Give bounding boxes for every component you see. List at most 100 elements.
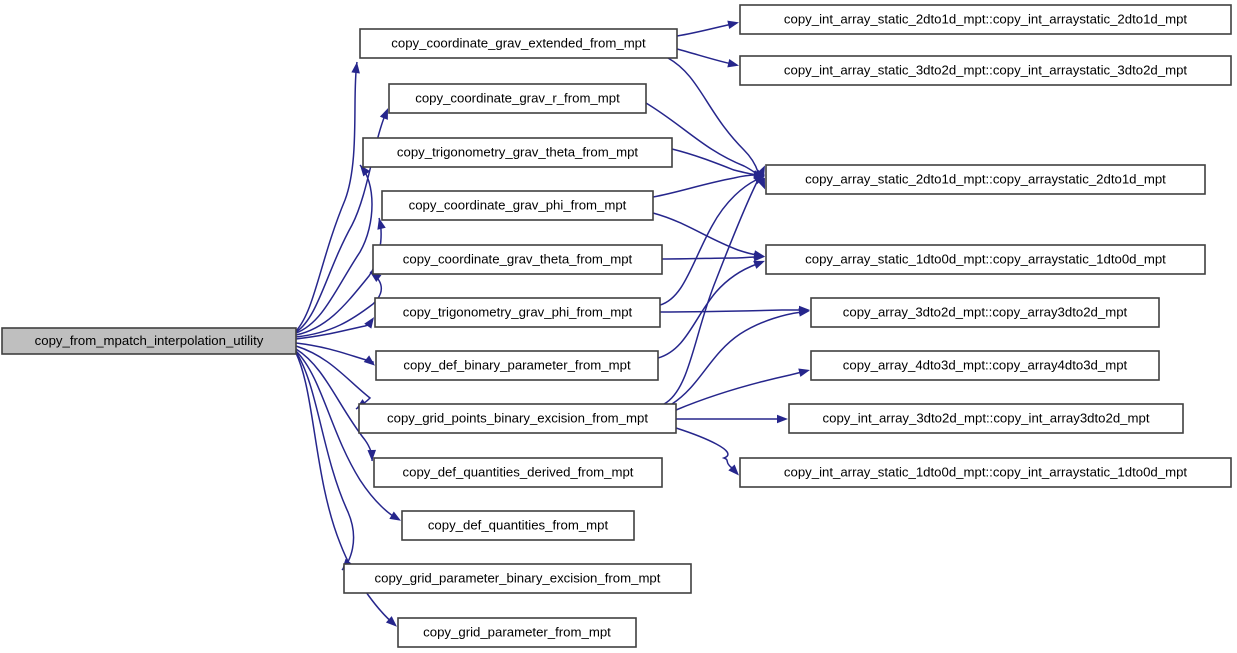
edge-arrowhead bbox=[364, 317, 374, 329]
call-edge bbox=[676, 20, 739, 37]
edge-line bbox=[671, 148, 758, 176]
node-label: copy_array_3dto2d_mpt::copy_array3dto2d_… bbox=[843, 304, 1128, 319]
call-edge bbox=[295, 345, 372, 410]
edge-arrowhead bbox=[777, 414, 788, 424]
edge-line bbox=[645, 102, 758, 175]
graph-node-root[interactable]: copy_from_mpatch_interpolation_utility bbox=[1, 327, 297, 355]
node-box[interactable] bbox=[375, 350, 659, 381]
edge-arrowhead bbox=[379, 108, 388, 120]
node-label: copy_int_array_static_3dto2d_mpt::copy_i… bbox=[784, 62, 1188, 77]
call-edge bbox=[661, 252, 765, 262]
edge-layer bbox=[295, 20, 810, 627]
call-edge bbox=[676, 414, 788, 424]
edge-line bbox=[671, 311, 803, 405]
graph-node-def_quantities_derived[interactable]: copy_def_quantities_derived_from_mpt bbox=[373, 457, 663, 488]
node-label: copy_def_quantities_derived_from_mpt bbox=[403, 464, 634, 479]
graph-node-int_arraystatic_1dto0d[interactable]: copy_int_array_static_1dto0d_mpt::copy_i… bbox=[739, 457, 1232, 488]
edge-arrowhead bbox=[798, 308, 810, 317]
node-box[interactable] bbox=[739, 4, 1232, 35]
node-box[interactable] bbox=[739, 55, 1232, 86]
node-label: copy_array_4dto3d_mpt::copy_array4dto3d_… bbox=[843, 357, 1128, 372]
call-edge bbox=[295, 61, 360, 332]
graph-node-coord_grav_phi[interactable]: copy_coordinate_grav_phi_from_mpt bbox=[381, 190, 654, 221]
edge-line bbox=[295, 352, 395, 625]
edge-line bbox=[295, 61, 358, 332]
graph-node-int_array3dto2d[interactable]: copy_int_array_3dto2d_mpt::copy_int_arra… bbox=[788, 403, 1184, 434]
edge-arrowhead bbox=[367, 449, 377, 461]
node-box[interactable] bbox=[374, 297, 661, 328]
graph-node-int_arraystatic_2dto1d[interactable]: copy_int_array_static_2dto1d_mpt::copy_i… bbox=[739, 4, 1232, 35]
node-box[interactable] bbox=[765, 164, 1206, 195]
edge-arrowhead bbox=[385, 616, 397, 627]
call-edge bbox=[295, 352, 397, 627]
node-box[interactable] bbox=[388, 83, 647, 114]
node-box[interactable] bbox=[343, 563, 692, 594]
node-label: copy_grid_points_binary_excision_from_mp… bbox=[387, 410, 648, 425]
node-box[interactable] bbox=[373, 457, 663, 488]
graph-node-trig_grav_theta[interactable]: copy_trigonometry_grav_theta_from_mpt bbox=[362, 137, 673, 168]
node-label: copy_coordinate_grav_phi_from_mpt bbox=[409, 197, 627, 212]
graph-node-int_arraystatic_3dto2d[interactable]: copy_int_array_static_3dto2d_mpt::copy_i… bbox=[739, 55, 1232, 86]
node-label: copy_int_array_static_1dto0d_mpt::copy_i… bbox=[784, 464, 1188, 479]
call-edge bbox=[659, 305, 810, 315]
edge-line bbox=[295, 351, 355, 571]
graph-node-coord_grav_r[interactable]: copy_coordinate_grav_r_from_mpt bbox=[388, 83, 647, 114]
edge-arrowhead bbox=[363, 355, 375, 366]
call-edge bbox=[675, 427, 739, 476]
edge-line bbox=[295, 342, 374, 364]
graph-node-grid_points_binary_excision[interactable]: copy_grid_points_binary_excision_from_mp… bbox=[358, 403, 677, 434]
node-box[interactable] bbox=[765, 244, 1206, 275]
node-label: copy_grid_parameter_binary_excision_from… bbox=[375, 570, 661, 585]
node-label: copy_coordinate_grav_theta_from_mpt bbox=[403, 251, 633, 266]
edge-arrowhead bbox=[753, 252, 765, 262]
call-edge bbox=[657, 260, 765, 359]
edge-arrowhead bbox=[753, 260, 765, 269]
call-edge bbox=[659, 174, 765, 306]
node-label: copy_trigonometry_grav_theta_from_mpt bbox=[397, 144, 638, 159]
node-box[interactable] bbox=[372, 244, 663, 275]
graph-node-def_quantities[interactable]: copy_def_quantities_from_mpt bbox=[401, 510, 635, 541]
edge-line bbox=[652, 212, 758, 256]
call-edge bbox=[295, 351, 355, 571]
graph-node-array3dto2d[interactable]: copy_array_3dto2d_mpt::copy_array3dto2d_… bbox=[810, 297, 1160, 328]
call-edge bbox=[671, 308, 810, 405]
graph-node-arraystatic_2dto1d[interactable]: copy_array_static_2dto1d_mpt::copy_array… bbox=[765, 164, 1206, 195]
edge-line bbox=[663, 181, 758, 405]
graph-node-grid_parameter[interactable]: copy_grid_parameter_from_mpt bbox=[397, 617, 637, 648]
graph-node-coord_grav_theta[interactable]: copy_coordinate_grav_theta_from_mpt bbox=[372, 244, 663, 275]
call-edge bbox=[295, 350, 401, 521]
node-label: copy_array_static_1dto0d_mpt::copy_array… bbox=[805, 251, 1166, 266]
edge-arrowhead bbox=[360, 165, 371, 177]
edge-arrowhead bbox=[727, 20, 739, 30]
node-box[interactable] bbox=[358, 403, 677, 434]
node-box[interactable] bbox=[810, 350, 1160, 381]
graph-node-array4dto3d[interactable]: copy_array_4dto3d_mpt::copy_array4dto3d_… bbox=[810, 350, 1160, 381]
node-label: copy_def_binary_parameter_from_mpt bbox=[403, 357, 631, 372]
graph-node-coord_grav_extended[interactable]: copy_coordinate_grav_extended_from_mpt bbox=[359, 28, 678, 59]
node-box[interactable] bbox=[362, 137, 673, 168]
call-edge bbox=[675, 368, 810, 411]
edge-arrowhead bbox=[351, 62, 360, 74]
graph-node-def_binary_parameter[interactable]: copy_def_binary_parameter_from_mpt bbox=[375, 350, 659, 381]
node-box[interactable] bbox=[788, 403, 1184, 434]
call-edge bbox=[295, 217, 386, 336]
call-edge bbox=[295, 164, 373, 334]
node-box[interactable] bbox=[397, 617, 637, 648]
node-label: copy_from_mpatch_interpolation_utility bbox=[35, 333, 264, 348]
node-box[interactable] bbox=[1, 327, 297, 355]
call-edge bbox=[663, 165, 765, 405]
edge-line bbox=[667, 57, 759, 173]
node-box[interactable] bbox=[739, 457, 1232, 488]
node-box[interactable] bbox=[401, 510, 635, 541]
graph-node-grid_parameter_binary_excision[interactable]: copy_grid_parameter_binary_excision_from… bbox=[343, 563, 692, 594]
call-edge bbox=[295, 271, 383, 338]
graph-node-trig_grav_phi[interactable]: copy_trigonometry_grav_phi_from_mpt bbox=[374, 297, 661, 328]
edge-line bbox=[659, 179, 757, 306]
node-box[interactable] bbox=[359, 28, 678, 59]
edge-line bbox=[295, 350, 399, 520]
node-box[interactable] bbox=[810, 297, 1160, 328]
node-box[interactable] bbox=[381, 190, 654, 221]
edge-line bbox=[659, 309, 802, 313]
graph-node-arraystatic_1dto0d[interactable]: copy_array_static_1dto0d_mpt::copy_array… bbox=[765, 244, 1206, 275]
